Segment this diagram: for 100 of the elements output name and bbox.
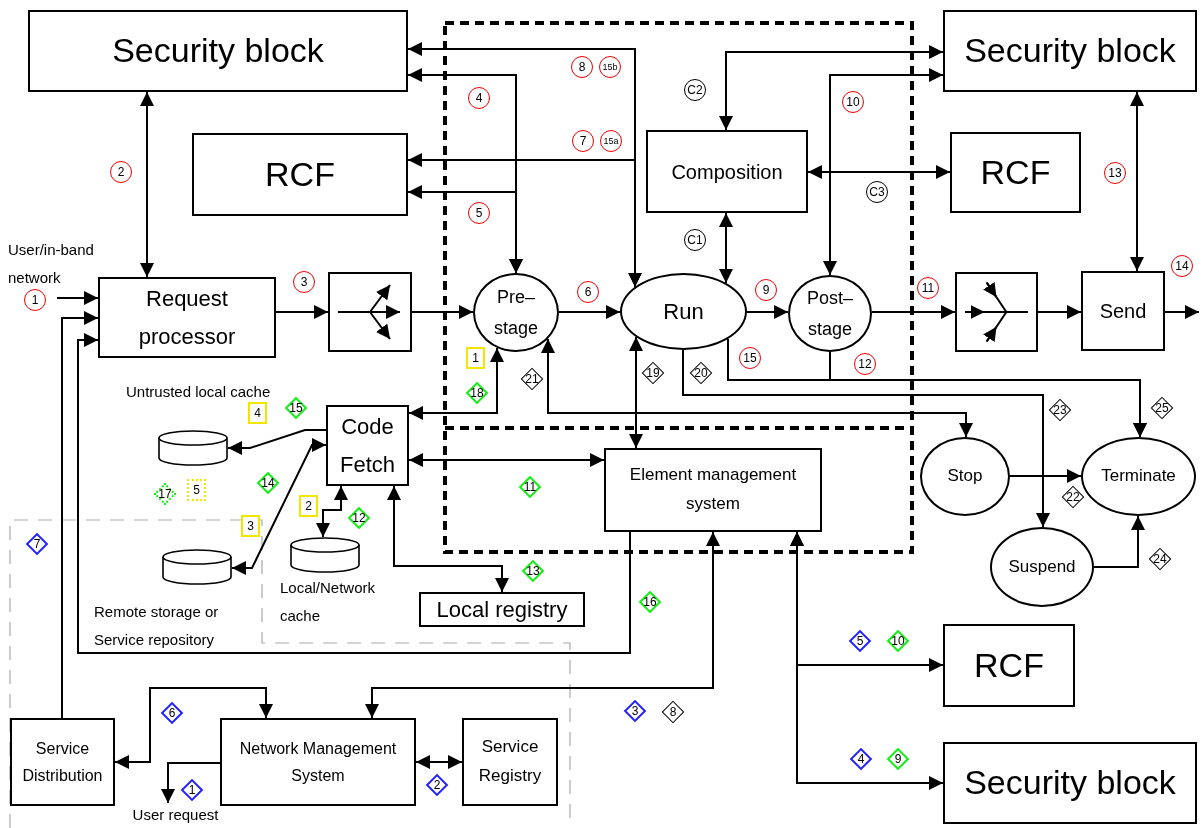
callout-number: 2 (110, 161, 132, 183)
callout-number: C1 (684, 229, 706, 251)
process-box (10, 718, 115, 806)
callout-number: 7 (572, 130, 594, 152)
arrow (870, 305, 956, 319)
callout-number: 9 (755, 279, 777, 301)
process-box (646, 130, 808, 213)
callout-number: 13 (1104, 162, 1126, 184)
arrow (746, 305, 790, 319)
arrow (365, 531, 720, 719)
callout-number: 13 (522, 560, 544, 582)
arrow (790, 531, 944, 790)
arrow (140, 91, 154, 278)
cylinder-caption: Local/Network cache (280, 578, 377, 626)
arrow (719, 212, 733, 284)
box-label: Send (1098, 299, 1148, 324)
callout-number: 4 (468, 87, 490, 109)
callout-number: 12 (854, 353, 876, 375)
arrow (682, 349, 1050, 528)
arrow (387, 485, 509, 593)
box-label: Element management system (628, 464, 798, 515)
box-label: Local registry (435, 595, 569, 624)
callout-number: 16 (639, 591, 661, 613)
callout-number: 5 (468, 202, 490, 224)
callout-number: 8 (662, 701, 684, 723)
callout-number: 1 (181, 779, 203, 801)
arrow (411, 305, 474, 319)
callout-number: 14 (257, 472, 279, 494)
callout-number: 12 (348, 507, 370, 529)
box-label: Code Fetch (339, 413, 396, 479)
splitter-box (328, 272, 412, 352)
rcf-box (950, 132, 1081, 213)
arrow (1009, 469, 1082, 483)
callout-number: 2 (299, 495, 318, 517)
security-block-box (28, 10, 408, 92)
callout-number: 11 (519, 476, 541, 498)
box-label: Post–stage (806, 286, 854, 341)
cylinder-caption: Untrusted local cache (126, 382, 272, 402)
process-box (326, 405, 409, 486)
callout-number: 5 (849, 630, 871, 652)
box-label: Network Management System (238, 738, 398, 786)
callout-number: 10 (887, 630, 909, 652)
arrow (1130, 91, 1144, 272)
box-label: RCF (264, 155, 336, 194)
callout-number: 5 (187, 479, 206, 501)
annotation-text: User/in-band network (8, 240, 95, 288)
box-label: Run (662, 297, 705, 326)
arrow (161, 762, 221, 804)
callout-number: 24 (1149, 548, 1171, 570)
box-label: Service Distribution (21, 738, 104, 786)
rcf-box (192, 133, 408, 216)
callout-number: 3 (293, 271, 315, 293)
process-box (1081, 271, 1165, 351)
rcf-box (943, 624, 1075, 707)
security-block-box (943, 10, 1197, 92)
box-label: Composition (670, 159, 784, 185)
arrow (408, 346, 504, 420)
arrow (56, 291, 99, 305)
arrow (1164, 305, 1200, 319)
callout-number: 14 (1171, 255, 1193, 277)
arrow (1037, 305, 1082, 319)
callout-number: 3 (241, 515, 260, 537)
callout-number: 7 (26, 533, 48, 555)
arrow (407, 185, 523, 274)
process-box (604, 448, 822, 532)
box-label: Security block (111, 32, 325, 70)
callout-number: 2 (426, 774, 448, 796)
annotation-text: User request (131, 805, 220, 826)
arrow (629, 336, 643, 449)
callout-number: 15b (599, 56, 621, 78)
callout-number: 1 (466, 347, 485, 369)
arrow (275, 305, 329, 319)
callout-number: 6 (161, 702, 183, 724)
arrow (823, 68, 944, 276)
cylinder-caption: Remote storage or Service repository (94, 602, 220, 650)
process-box (220, 718, 416, 806)
callout-number: 10 (842, 91, 864, 113)
arrow (316, 485, 348, 538)
process-box (98, 277, 276, 358)
process-box (462, 718, 558, 806)
arrow (231, 438, 327, 575)
callout-number: 23 (1049, 399, 1071, 421)
callout-number: C2 (684, 79, 706, 101)
callout-number: 4 (850, 748, 872, 770)
box-label: Security block (963, 764, 1177, 802)
arrow (77, 333, 631, 654)
arrow (61, 311, 99, 719)
box-label: Pre–stage (492, 285, 539, 340)
arrow (408, 453, 605, 467)
box-label: Request processor (137, 285, 237, 351)
arrow (407, 153, 642, 288)
callout-number: 8 (571, 56, 593, 78)
callout-number: 15 (285, 397, 307, 419)
box-label: Terminate (1100, 465, 1177, 488)
callout-number: 22 (1062, 486, 1084, 508)
callout-number: 17 (154, 483, 176, 505)
cache-cylinder (158, 430, 228, 466)
callout-number: C3 (866, 181, 888, 203)
box-label: RCF (979, 153, 1052, 192)
arrow (114, 687, 273, 769)
